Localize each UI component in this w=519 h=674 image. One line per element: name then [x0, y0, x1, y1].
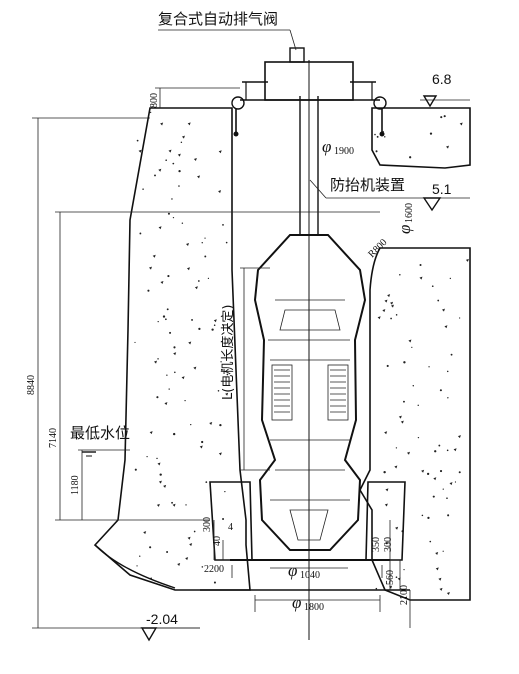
level-bottom-label: -2.04	[146, 611, 178, 627]
dim-40: 40	[212, 536, 223, 546]
diameter-1800: φ 1800	[292, 593, 324, 613]
level-marker-bottom: -2.04	[140, 611, 178, 642]
dim-2100: 2100	[399, 585, 410, 605]
diameter-1600-value: 1600	[404, 203, 415, 223]
level-marker-top: 6.8	[422, 71, 452, 108]
anti-lift-label: 防抬机装置	[330, 176, 405, 194]
phi-symbol-1800: φ	[292, 593, 301, 612]
phi-symbol-1040: φ	[288, 561, 297, 580]
diameter-1800-value: 1800	[304, 602, 324, 613]
anchor-bolt-right	[373, 96, 387, 137]
exhaust-valve-assembly	[240, 47, 380, 101]
min-water-marker	[82, 451, 96, 457]
min-water-label: 最低水位	[70, 424, 130, 442]
pump-housing	[253, 234, 367, 551]
concrete-body-left	[93, 107, 251, 591]
concrete-body-right	[359, 107, 471, 601]
dim-2200: 2200	[204, 564, 224, 575]
dim-300b: 300	[383, 537, 394, 552]
dim-300: 300	[202, 517, 213, 532]
diameter-1040-value: 1040	[300, 570, 320, 581]
phi-symbol-1600: φ	[395, 225, 414, 234]
concrete-speckles	[134, 111, 469, 596]
exhaust-valve-label: 复合式自动排气阀	[158, 10, 278, 28]
level-top-label: 6.8	[432, 71, 452, 87]
dim-1180: 1180	[70, 475, 81, 495]
dimension-lines	[32, 29, 470, 629]
dim-350: 350	[371, 537, 382, 552]
dim-800: 800	[149, 93, 160, 108]
motor-length-label: L(电机长度决定)	[220, 305, 236, 400]
level-mid-label: 5.1	[432, 181, 452, 197]
level-marker-mid: 5.1	[422, 181, 452, 212]
diameter-1040: φ 1040	[288, 561, 320, 581]
pump-base	[94, 481, 410, 612]
dim-7140: 7140	[48, 428, 59, 448]
pump-column	[299, 60, 319, 640]
phi-symbol-1900: φ	[322, 137, 331, 156]
anchor-bolt-left	[231, 96, 245, 137]
diameter-1900: φ 1900	[322, 137, 354, 157]
dim-4: 4	[228, 522, 233, 533]
diameter-1600: φ 1600	[395, 203, 415, 234]
dim-8840: 8840	[26, 375, 37, 395]
diameter-1900-value: 1900	[334, 146, 354, 157]
dim-560: 560	[385, 570, 396, 585]
